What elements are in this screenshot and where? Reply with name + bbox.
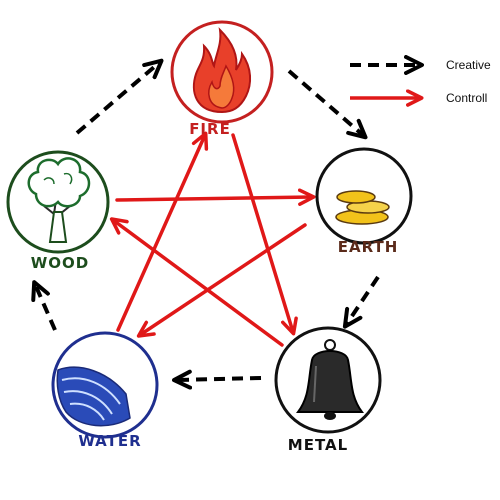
arrow-metal-feeds-water	[172, 369, 262, 390]
wood-node: WOOD	[6, 150, 110, 272]
earth-icon	[335, 190, 390, 225]
earth-node: EARTH	[315, 147, 413, 256]
arrow-metal-controls-wood	[109, 217, 284, 347]
water-icon	[56, 366, 131, 427]
fire-icon	[192, 27, 252, 114]
legend-creative-label: Creative	[446, 58, 491, 72]
tree-icon	[27, 157, 91, 243]
legend-controlling-label: Controll	[446, 91, 487, 105]
water-node: WATER	[51, 331, 159, 450]
arrow-earth-controls-water	[136, 223, 307, 338]
earth-label: EARTH	[338, 238, 399, 256]
controlling-arrows	[109, 131, 316, 347]
water-label: WATER	[78, 432, 141, 450]
arrow-wood-controls-earth	[115, 188, 316, 206]
arrow-fire-controls-metal	[231, 133, 298, 336]
arrow-water-controls-fire	[116, 131, 209, 332]
arrow-earth-feeds-metal	[342, 275, 380, 329]
wood-label: WOOD	[31, 254, 90, 272]
creative-arrows	[31, 58, 380, 390]
arrow-water-feeds-wood	[31, 280, 57, 331]
arrow-wood-feeds-fire	[75, 58, 164, 135]
metal-node: METAL	[274, 326, 382, 454]
bell-icon	[296, 339, 364, 420]
fire-label: FIRE	[189, 120, 231, 138]
metal-label: METAL	[288, 436, 348, 454]
fire-node: FIRE	[170, 20, 274, 138]
legend: Creative Controll	[350, 55, 491, 107]
arrow-fire-feeds-earth	[287, 69, 368, 140]
